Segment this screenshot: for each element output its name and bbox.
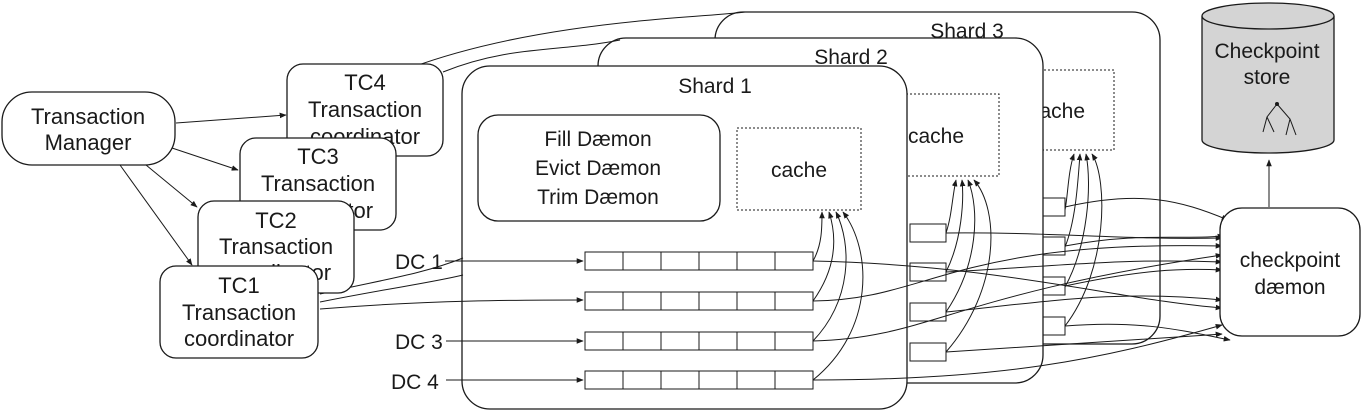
checkpoint-store-label-line2: store [1244,66,1291,89]
checkpoint-store-label-line1: Checkpoint [1214,40,1319,63]
dc3-label: DC 3 [395,331,443,354]
queue-dc4 [584,370,814,390]
trim-daemon-label: Trim Dæmon [537,186,659,209]
tc4-id: TC4 [344,70,386,95]
queue-dc3 [584,331,814,351]
tc1-label-line2: Transaction [182,300,296,325]
queue-dc2 [584,291,814,311]
manager-to-tc-arrows [119,112,287,266]
shard-1: Shard 1 Fill Dæmon Evict Dæmon Trim Dæmo… [461,65,908,410]
tc1-label-line3: coordinator [184,326,294,351]
checkpoint-store: Checkpoint store [1201,2,1335,154]
tc1-id: TC1 [218,273,260,298]
transaction-manager-label-line2: Manager [45,130,132,155]
shard-2-cache-label: cache [908,125,964,148]
tc4-label-line2: Transaction [308,97,422,122]
shard-3-label: Shard 3 [930,20,1004,43]
transaction-manager-label-line1: Transaction [31,104,145,129]
tc1-box: TC1 Transaction coordinator [159,265,319,359]
daemons-box: Fill Dæmon Evict Dæmon Trim Dæmon [477,114,721,222]
checkpoint-daemon: checkpoint dæmon [1219,207,1361,337]
shard-1-cache [736,127,862,211]
shard-1-label: Shard 1 [678,75,752,98]
checkpoint-daemon-label-line2: dæmon [1254,276,1325,299]
shard-2-label: Shard 2 [814,46,888,69]
shard-1-log-queues [584,251,814,390]
dc4-label: DC 4 [391,371,439,394]
dc-input-arrows [319,258,584,383]
dc1-label: DC 1 [395,251,443,274]
queue-to-checkpoint-arrows [812,197,1231,381]
tc3-label-line2: Transaction [261,171,375,196]
transaction-manager: Transaction Manager [1,91,176,166]
shard-1-cache-label: cache [771,159,827,182]
fill-daemon-label: Fill Dæmon [544,128,651,151]
tc2-label-line2: Transaction [219,234,333,259]
evict-daemon-label: Evict Dæmon [535,157,661,180]
checkpoint-daemon-label-line1: checkpoint [1240,249,1341,272]
tc3-id: TC3 [297,144,339,169]
tc2-id: TC2 [255,208,297,233]
queue-dc1 [584,251,814,271]
tree-icon [1262,102,1297,136]
